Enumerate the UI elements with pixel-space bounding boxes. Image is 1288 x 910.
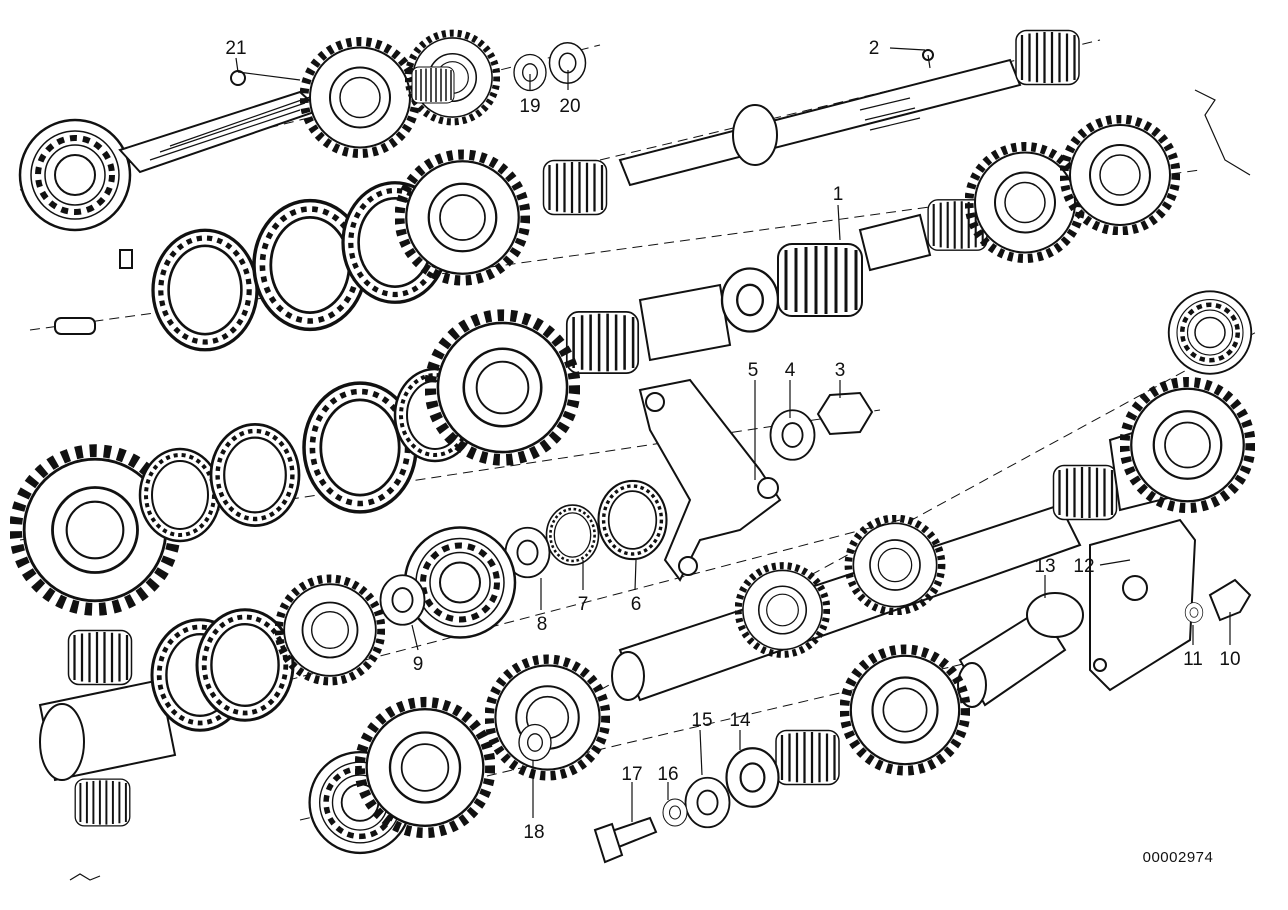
circlip-18 <box>518 723 552 762</box>
main-shaft <box>618 58 1022 187</box>
sleeve-lower-end <box>39 703 85 781</box>
bracket-hole-top <box>645 392 665 412</box>
spring <box>119 249 133 269</box>
bolt-17-head <box>593 822 624 864</box>
countershaft-group <box>611 291 1252 702</box>
bracket-5 <box>638 378 782 582</box>
callout-16: 16 <box>657 764 678 785</box>
needle-cage-mid <box>565 310 640 375</box>
ball-bearing-mid <box>405 528 515 638</box>
synchro-ring-1 <box>140 449 220 541</box>
lock-plate-4 <box>769 409 816 461</box>
callout-13: 13 <box>1034 556 1055 577</box>
lock-washer-11 <box>1184 602 1204 623</box>
sleeve-synchro-lower <box>197 610 293 720</box>
ring-7 <box>544 503 601 567</box>
plate-bolt-hole <box>1093 658 1107 672</box>
gear-bottom-large <box>360 702 491 833</box>
stub-shaft-end <box>957 662 987 708</box>
nut-3 <box>816 391 874 436</box>
callout-14: 14 <box>729 710 751 731</box>
main-shaft-splines <box>859 97 921 131</box>
middle-lower-row <box>379 481 667 638</box>
callout-7: 7 <box>578 594 589 615</box>
callout-21: 21 <box>225 38 246 59</box>
callout-9: 9 <box>413 654 424 675</box>
washer-16 <box>662 798 688 827</box>
bearing-bracket <box>638 378 874 582</box>
callout-6: 6 <box>631 594 642 615</box>
needle-cage-top <box>411 66 455 104</box>
bracket-hole-right <box>757 477 779 499</box>
middle-row <box>565 89 1251 375</box>
input-gear <box>304 42 416 154</box>
callout-10: 10 <box>1219 649 1240 670</box>
countershaft-gear-1 <box>738 566 827 655</box>
input-shaft-bearing <box>20 120 130 230</box>
circlip-9 <box>379 574 426 626</box>
callout-12: 12 <box>1073 556 1094 577</box>
linkage-right <box>1194 89 1251 176</box>
bearing-far-right <box>1169 291 1252 374</box>
plate-hole <box>1122 575 1148 601</box>
gear-bottom-18 <box>489 659 606 776</box>
needle-cage-lower-upper <box>66 628 134 687</box>
main-shaft-group <box>542 29 1081 216</box>
callout-17: 17 <box>621 764 642 785</box>
synchro-assembly-upper <box>54 155 526 350</box>
reverse-assembly <box>38 579 382 828</box>
callout-19: 19 <box>519 96 540 117</box>
spacer-1 <box>858 213 932 272</box>
bracket-hole-bottom <box>678 556 698 576</box>
bolt-10 <box>1208 578 1252 622</box>
countershaft-end <box>611 651 645 701</box>
sleeve-mid <box>638 283 732 362</box>
callout-11: 11 <box>1183 649 1203 670</box>
callout-3: 3 <box>835 360 846 381</box>
needle-cage-1 <box>776 242 864 318</box>
bottom-gears <box>310 659 606 853</box>
logo-mark <box>69 873 101 881</box>
needle-cage-end <box>1014 29 1081 86</box>
callout-20: 20 <box>559 96 580 117</box>
second-gear <box>430 315 575 460</box>
synchro-hub-1 <box>211 424 299 525</box>
thrust-washer-mid <box>720 267 780 333</box>
leader-lines <box>235 47 1231 822</box>
detent-pin <box>54 317 96 335</box>
washer-15 <box>684 776 731 829</box>
diagram-reference-number: 00002974 <box>1143 849 1214 866</box>
countershaft-gear-2 <box>848 518 941 611</box>
callout-labels: 1 2 3 4 5 6 7 8 9 10 11 12 13 14 15 16 1… <box>225 38 1240 843</box>
third-gear <box>400 155 526 281</box>
flange-13 <box>1026 592 1084 638</box>
countershaft-needle <box>1052 464 1118 521</box>
ring-6 <box>599 481 667 559</box>
input-shaft-splines <box>149 96 311 161</box>
needle-cage-bottom-right <box>774 729 841 786</box>
thrust-washer-14 <box>725 747 780 808</box>
synchro-hub <box>153 230 257 350</box>
countershaft-gear-right <box>1125 382 1251 508</box>
callout-15: 15 <box>691 710 712 731</box>
callout-1: 1 <box>833 184 844 205</box>
callout-8: 8 <box>537 614 548 635</box>
gear-lower-mid <box>279 579 382 682</box>
needle-cage-main <box>542 159 608 216</box>
callout-5: 5 <box>748 360 759 381</box>
gear-far-right <box>1064 119 1176 231</box>
needle-cage-lower <box>73 777 132 828</box>
callout-18: 18 <box>523 822 544 843</box>
callout-2: 2 <box>869 38 880 59</box>
callout-4: 4 <box>785 360 796 381</box>
gear-right-upper <box>969 147 1081 259</box>
main-shaft-collar <box>732 104 778 166</box>
